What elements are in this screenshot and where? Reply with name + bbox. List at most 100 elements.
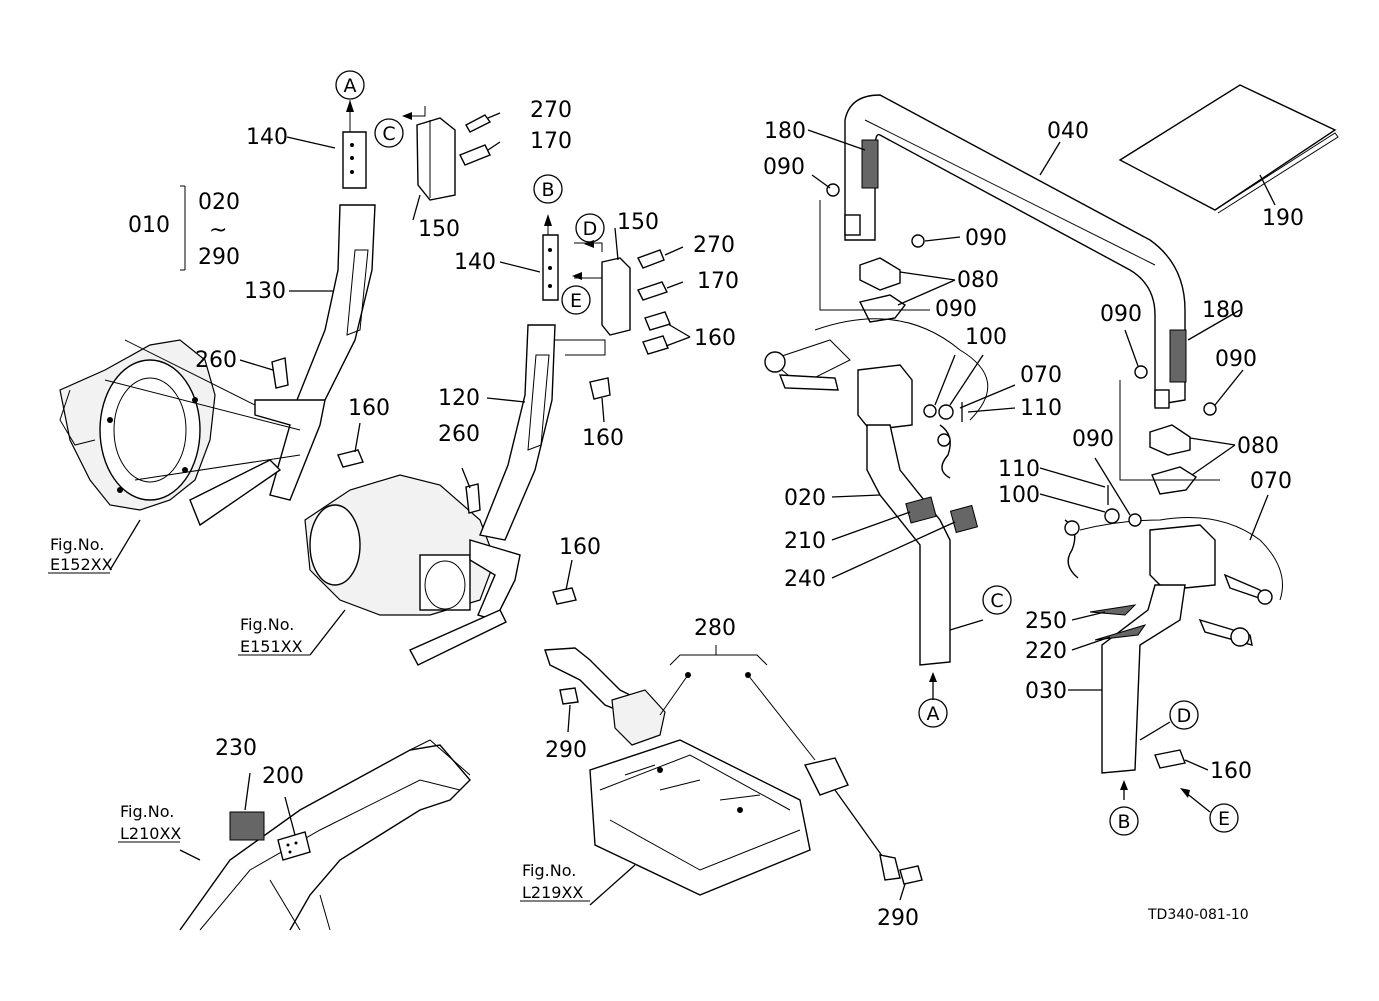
- post-020-bracket: [857, 364, 913, 431]
- fig-ref-E152XX: Fig.No. E152XX: [48, 535, 113, 574]
- label-280: 280: [694, 616, 736, 641]
- ref-circle-B-bottom: B: [1109, 806, 1139, 836]
- washer-090-f: [1128, 513, 1142, 527]
- label-210: 210: [784, 529, 826, 554]
- label-110-b: 110: [998, 457, 1040, 482]
- label-140-left: 140: [246, 125, 288, 150]
- rops-post-030: [1039, 457, 1283, 813]
- label-090-f: 090: [1072, 427, 1114, 452]
- pin-clip-left: [939, 424, 951, 479]
- post-020: [866, 424, 951, 666]
- decal-210: [905, 496, 937, 524]
- svg-text:E: E: [1218, 808, 1230, 830]
- lower-plate-middle: [409, 609, 507, 666]
- label-160-left: 160: [348, 396, 390, 421]
- washer-090-b: [911, 234, 925, 248]
- svg-text:Fig.No.: Fig.No.: [120, 802, 174, 821]
- svg-text:L210XX: L210XX: [120, 824, 181, 843]
- label-150-middle: 150: [617, 210, 659, 235]
- svg-text:B: B: [1117, 811, 1130, 833]
- fender: [179, 739, 471, 931]
- label-290-right: 290: [877, 906, 919, 931]
- nut-100-left: [938, 404, 954, 420]
- label-160-middle-c: 160: [582, 426, 624, 451]
- label-090-b: 090: [965, 226, 1007, 251]
- label-100-a: 100: [965, 325, 1007, 350]
- ref-circle-D-top: D: [575, 213, 605, 243]
- seat-belt-assembly: [544, 645, 923, 906]
- bracket-130: [294, 204, 376, 411]
- bolt-160-middle-b: [642, 335, 669, 355]
- svg-text:A: A: [344, 75, 357, 97]
- label-090-c: 090: [935, 297, 977, 322]
- label-200: 200: [262, 764, 304, 789]
- lower-plate-left: [189, 459, 282, 527]
- label-190: 190: [1262, 206, 1304, 231]
- label-040: 040: [1047, 119, 1089, 144]
- label-170-left: 170: [530, 129, 572, 154]
- bolt-270-middle: [637, 249, 665, 269]
- fig-ref-E151XX: Fig.No. E151XX: [238, 615, 310, 656]
- washer-090-e: [1203, 402, 1217, 416]
- label-140-middle: 140: [454, 250, 496, 275]
- label-080-b: 080: [1237, 434, 1279, 459]
- washer-090-a: [826, 183, 840, 197]
- label-220: 220: [1025, 639, 1067, 664]
- decal-230: [229, 811, 265, 841]
- buckle-anchor: [879, 854, 901, 881]
- label-270-left: 270: [530, 98, 572, 123]
- label-range-separator: ~: [209, 218, 227, 243]
- plate-150-middle: [601, 257, 631, 336]
- label-180-right: 180: [1202, 298, 1244, 323]
- label-290-left: 290: [545, 738, 587, 763]
- label-020: 020: [784, 486, 826, 511]
- post-030-bracket: [1149, 524, 1216, 591]
- label-070-a: 070: [1020, 363, 1062, 388]
- middle-bracket-assembly: [304, 218, 691, 666]
- svg-text:Fig.No.: Fig.No.: [240, 615, 294, 634]
- label-150-left: 150: [418, 217, 460, 242]
- decal-220: [1094, 624, 1147, 641]
- label-270-middle: 270: [693, 233, 735, 258]
- ref-circle-A-top: A: [335, 70, 365, 100]
- fig-ref-L210XX: Fig.No. L210XX: [118, 802, 181, 843]
- label-230: 230: [215, 736, 257, 761]
- label-180-left: 180: [764, 119, 806, 144]
- label-160-middle: 160: [694, 326, 736, 351]
- bolt-160-middle-c: [589, 377, 611, 400]
- figure-references: Fig.No. E152XX Fig.No. E151XX Fig.No. L2…: [48, 535, 590, 902]
- rops-arch: [807, 84, 1339, 495]
- label-250: 250: [1025, 609, 1067, 634]
- seat-base: [589, 739, 811, 896]
- svg-text:C: C: [990, 590, 1003, 612]
- decal-180-right: [1169, 329, 1187, 383]
- label-090-a: 090: [763, 155, 805, 180]
- svg-text:Fig.No.: Fig.No.: [50, 535, 104, 554]
- ref-circle-D-right: D: [1169, 700, 1199, 730]
- bolt-270-left: [465, 114, 492, 133]
- bolt-160-middle-d: [552, 587, 577, 605]
- label-120: 120: [438, 386, 480, 411]
- circle-reference-letters: A C B D E C A D E B: [335, 70, 1239, 836]
- label-030: 030: [1025, 679, 1067, 704]
- decal-180-left: [861, 139, 879, 189]
- bracket-120: [479, 324, 556, 541]
- seat-belt-buckle: [803, 757, 849, 796]
- ref-circle-A-bottom: A: [918, 698, 948, 728]
- label-240: 240: [784, 567, 826, 592]
- direction-arrows: [346, 100, 1190, 798]
- svg-text:E152XX: E152XX: [50, 555, 113, 574]
- label-260-left: 260: [195, 348, 237, 373]
- label-160-right: 160: [1210, 759, 1252, 784]
- pad-080-b: [858, 294, 907, 323]
- decal-240: [949, 504, 979, 534]
- label-290-range: 290: [198, 245, 240, 270]
- label-260-middle: 260: [438, 422, 480, 447]
- bolt-170-left: [459, 144, 491, 166]
- seat-belt-retractor: [611, 689, 666, 746]
- bolt-260-left: [271, 357, 289, 389]
- label-070-b: 070: [1250, 469, 1292, 494]
- label-100-b: 100: [998, 483, 1040, 508]
- label-090-e: 090: [1215, 347, 1257, 372]
